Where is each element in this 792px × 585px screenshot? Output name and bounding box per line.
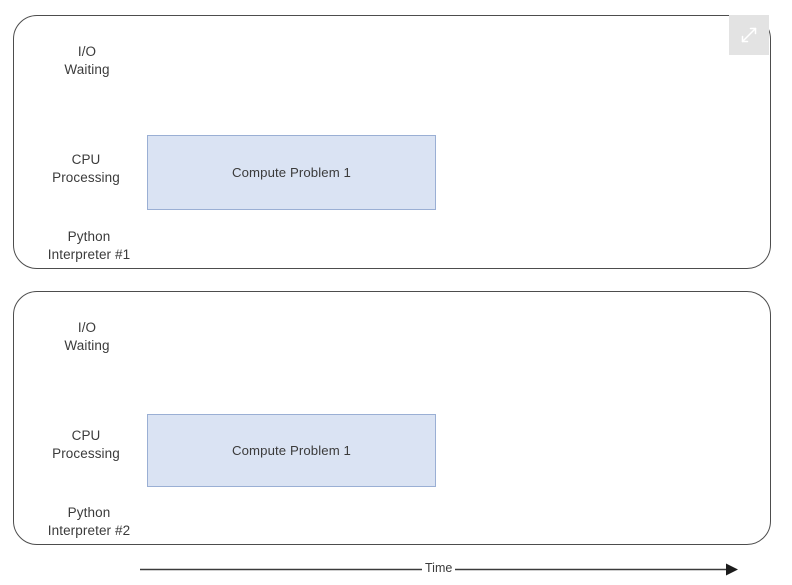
- compute-block-2[interactable]: Compute Problem 1: [147, 414, 436, 487]
- interpreter-title-2: Python Interpreter #2: [47, 505, 131, 538]
- interpreter-container-1: I/O Waiting CPU Processing Python Interp…: [13, 15, 771, 269]
- compute-block-label-2: Compute Problem 1: [232, 443, 351, 458]
- expand-diagonal-arrows-icon: [741, 27, 757, 43]
- interpreter-title-1: Python Interpreter #1: [47, 229, 131, 262]
- row-label-cpu-processing-1: CPU Processing: [52, 152, 120, 185]
- compute-block-1[interactable]: Compute Problem 1: [147, 135, 436, 210]
- interpreter-container-2: I/O Waiting CPU Processing Python Interp…: [13, 291, 771, 545]
- compute-block-label-1: Compute Problem 1: [232, 165, 351, 180]
- expand-button[interactable]: [729, 15, 769, 55]
- row-label-cpu-processing-2: CPU Processing: [52, 428, 120, 461]
- time-axis: Time: [140, 556, 740, 584]
- time-axis-label: Time: [422, 561, 456, 576]
- row-label-io-waiting-2: I/O Waiting: [64, 320, 110, 353]
- row-label-io-waiting-1: I/O Waiting: [64, 44, 110, 77]
